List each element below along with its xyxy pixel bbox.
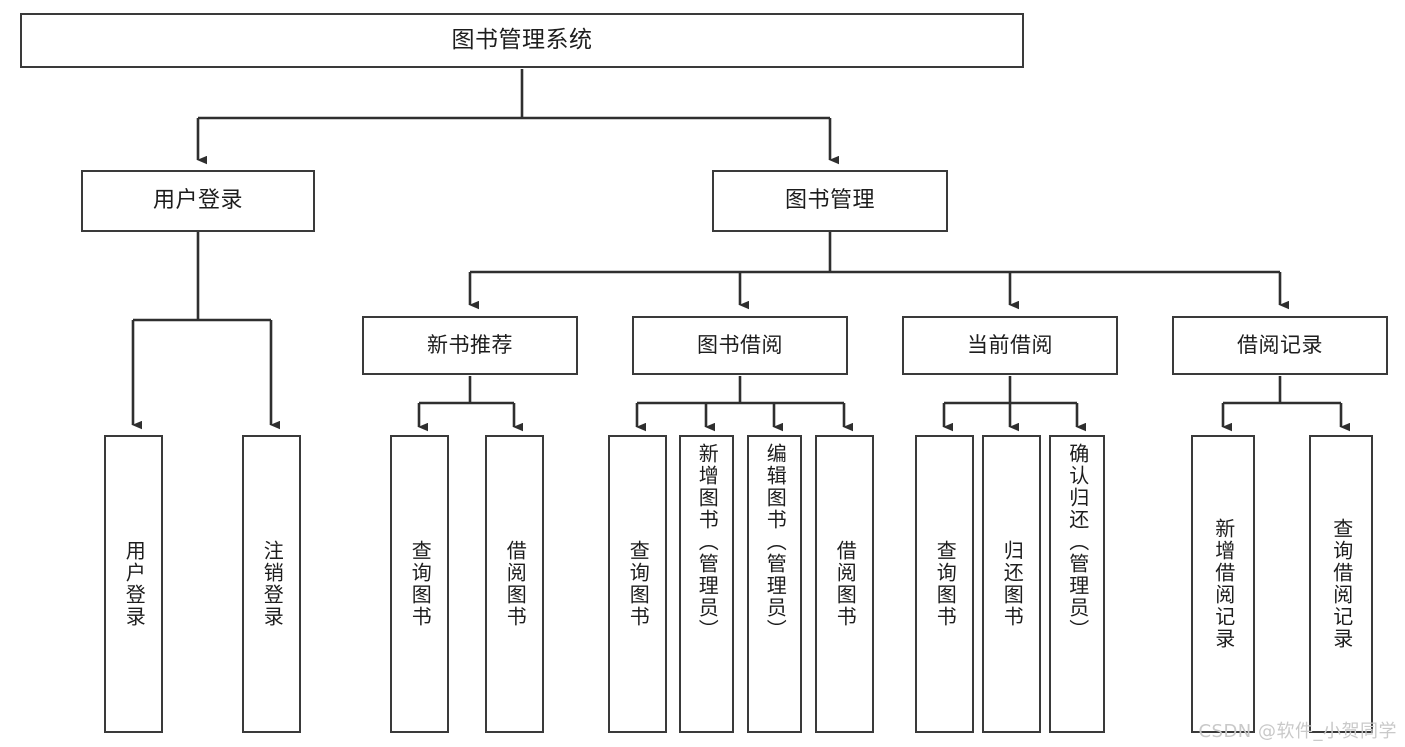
node-label: 新增图书（管理员） (695, 443, 720, 641)
node-label: 图书管理系统 (451, 27, 593, 54)
node-leaf-borrow-book-2[interactable]: 借阅图书 (815, 435, 874, 733)
connector-borrowrecord-to-leaves (1221, 376, 1350, 432)
node-label: 查询借阅记录 (1329, 518, 1354, 650)
node-leaf-query-book-2[interactable]: 查询图书 (608, 435, 667, 733)
node-leaf-query-book-1[interactable]: 查询图书 (390, 435, 449, 733)
node-leaf-query-record[interactable]: 查询借阅记录 (1309, 435, 1373, 733)
connector-userlogin-to-leaves (131, 232, 280, 430)
node-book-management-system[interactable]: 图书管理系统 (20, 13, 1024, 68)
node-book-management[interactable]: 图书管理 (712, 170, 948, 232)
node-label: 借阅图书 (503, 540, 528, 628)
node-leaf-confirm-return[interactable]: 确认归还（管理员） (1049, 435, 1105, 733)
node-label: 归还图书 (1000, 540, 1025, 628)
node-book-borrow[interactable]: 图书借阅 (632, 316, 848, 375)
node-leaf-return-book[interactable]: 归还图书 (982, 435, 1041, 733)
connector-newbook-to-leaves (417, 376, 523, 432)
csdn-watermark: CSDN @软件_小贺同学 (1198, 721, 1397, 742)
connector-bookmgmt-to-level3 (468, 232, 1289, 310)
node-label: 新书推荐 (427, 333, 513, 358)
connector-title-to-level2 (196, 69, 839, 165)
node-label: 用户登录 (122, 540, 147, 628)
node-label: 确认归还（管理员） (1065, 443, 1090, 641)
node-label: 当前借阅 (967, 333, 1053, 358)
node-leaf-logout-login[interactable]: 注销登录 (242, 435, 301, 733)
node-user-login[interactable]: 用户登录 (81, 170, 315, 232)
node-label: 图书管理 (784, 188, 875, 214)
node-leaf-user-login[interactable]: 用户登录 (104, 435, 163, 733)
node-new-book-recommend[interactable]: 新书推荐 (362, 316, 578, 375)
node-label: 图书借阅 (697, 333, 783, 358)
node-leaf-add-record[interactable]: 新增借阅记录 (1191, 435, 1255, 733)
node-borrow-record[interactable]: 借阅记录 (1172, 316, 1388, 375)
node-current-borrow[interactable]: 当前借阅 (902, 316, 1118, 375)
connector-currentborrow-to-leaves (942, 376, 1086, 432)
node-label: 借阅图书 (833, 540, 858, 628)
node-label: 用户登录 (152, 188, 243, 214)
node-leaf-edit-book[interactable]: 编辑图书（管理员） (747, 435, 802, 733)
node-label: 查询图书 (408, 540, 433, 628)
node-leaf-add-book[interactable]: 新增图书（管理员） (679, 435, 734, 733)
node-label: 借阅记录 (1237, 333, 1323, 358)
node-label: 查询图书 (933, 540, 958, 628)
node-label: 注销登录 (260, 540, 285, 628)
node-leaf-borrow-book-1[interactable]: 借阅图书 (485, 435, 544, 733)
node-label: 查询图书 (626, 540, 651, 628)
node-label: 新增借阅记录 (1211, 518, 1236, 650)
connector-bookborrow-to-leaves (635, 376, 853, 432)
node-leaf-query-book-3[interactable]: 查询图书 (915, 435, 974, 733)
node-label: 编辑图书（管理员） (763, 443, 788, 641)
